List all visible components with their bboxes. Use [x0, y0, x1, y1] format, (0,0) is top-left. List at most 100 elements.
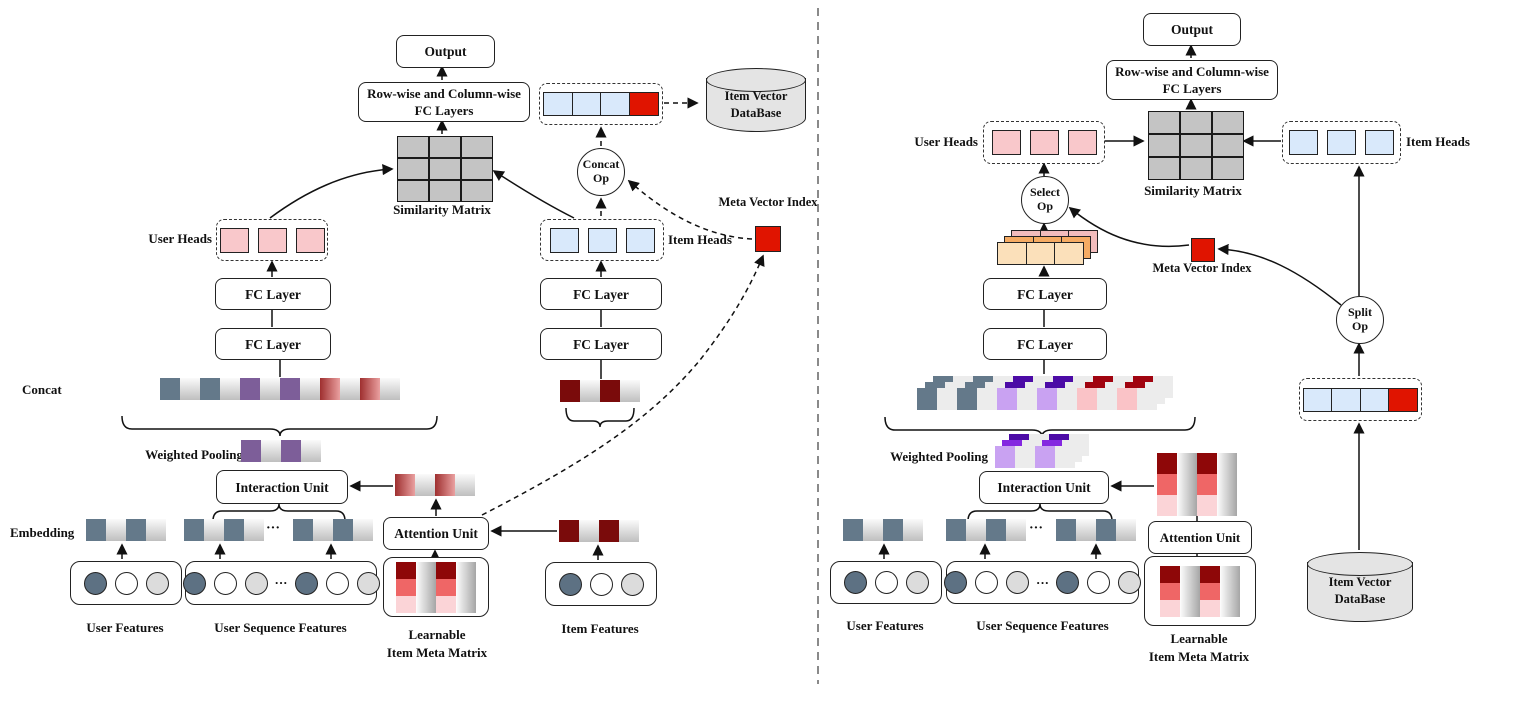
database-line1: Item Vector: [1328, 575, 1392, 590]
feature-circle: [1118, 571, 1142, 594]
cell-sim: [398, 137, 428, 157]
cell-slate: [946, 519, 966, 541]
seq-embedding-strip2-left: [293, 519, 373, 541]
cell-slate: [333, 519, 353, 541]
attention-unit-label: Attention Unit: [1159, 530, 1241, 545]
database-label-right: Item Vector DataBase: [1307, 574, 1413, 608]
fc-layer-label: FC Layer: [573, 336, 629, 352]
cell-slate: [224, 519, 244, 541]
meta-matrix-grid-right: [1160, 565, 1240, 617]
cell-mmid: [1160, 582, 1180, 600]
database-line1: Item Vector: [724, 89, 788, 104]
ellipsis: ···: [1036, 574, 1050, 590]
select-op-line1: Select: [1030, 185, 1060, 200]
cell-mg: [1220, 565, 1240, 583]
cell-mdark: [1200, 565, 1220, 583]
pooling-stack-front: [995, 446, 1075, 468]
cell-g: [619, 520, 639, 542]
cell-mg: [1180, 582, 1200, 600]
select-op-line2: Op: [1036, 199, 1053, 213]
database-line2: DataBase: [730, 106, 782, 121]
attn-matrix-row: [1157, 453, 1237, 474]
cell-blue: [625, 227, 655, 253]
cell-sim: [1149, 112, 1179, 133]
cell-purple: [281, 440, 301, 462]
cell-mmid: [1200, 582, 1220, 600]
cell-mg: [1217, 474, 1237, 495]
attention-unit-label: Attention Unit: [394, 526, 478, 541]
cell-sim: [1149, 135, 1179, 156]
cell-redgrad: [360, 378, 380, 400]
feature-circle: [182, 571, 206, 595]
cell-pink: [1029, 130, 1059, 155]
cell-mmid: [1157, 474, 1177, 495]
concat-label-left: Concat: [22, 382, 62, 397]
cell-g2: [1055, 446, 1075, 468]
user-sequence-features-box-left: ···: [182, 561, 380, 605]
cell-slate: [126, 519, 146, 541]
feature-circle: [589, 572, 613, 596]
cell-sim: [398, 181, 428, 201]
user-sequence-features-box-right: ···: [944, 561, 1142, 604]
weighted-pooling-label-left: Weighted Pooling: [145, 447, 243, 462]
cell-g: [620, 380, 640, 402]
cell-slate: [917, 388, 937, 410]
similarity-matrix-left: [397, 136, 493, 202]
weighted-pooling-label-right: Weighted Pooling: [890, 449, 988, 464]
ellipsis: ···: [274, 575, 288, 590]
cell-mdark: [1197, 453, 1217, 474]
split-op-line1: Split: [1347, 305, 1372, 320]
fc-layer-user-1-left: FC Layer: [215, 278, 331, 310]
cell-blue: [587, 227, 617, 253]
cell-g: [300, 378, 320, 400]
user-sequence-features-label-left: User Sequence Features: [214, 620, 347, 635]
cell-g: [204, 519, 224, 541]
select-op-circle: Select Op: [1021, 176, 1069, 224]
cell-purple: [241, 440, 261, 462]
meta-vector-index-square-right: [1191, 238, 1215, 262]
cell-mdark: [1157, 453, 1177, 474]
fc-layer-label: FC Layer: [1017, 286, 1073, 302]
cell-darkred: [599, 520, 619, 542]
cell-g: [220, 378, 240, 400]
cell-slate: [293, 519, 313, 541]
cell-mg: [1180, 599, 1200, 617]
cell-sim: [1213, 135, 1243, 156]
user-embedding-strip-left: [86, 519, 166, 541]
cell-mdark: [1160, 565, 1180, 583]
split-op-circle: Split Op: [1336, 296, 1384, 344]
cell-sim: [462, 181, 492, 201]
meta-matrix-row: [1160, 582, 1240, 600]
cell-redgrad: [395, 474, 415, 496]
cell-sim: [1213, 112, 1243, 133]
seq-embedding-strip1-right: [946, 519, 1026, 541]
learnable-line2: Item Meta Matrix: [1148, 649, 1250, 664]
cell-slate: [200, 378, 220, 400]
selected-heads-stack: [997, 230, 1112, 265]
rowwise-line1-left: Row-wise and Column-wise: [367, 86, 521, 101]
rowwise-line2-left: FC Layers: [414, 103, 474, 118]
item-heads-left: [540, 219, 664, 261]
item-embedding-strip-left: [559, 520, 639, 542]
cell-purple: [240, 378, 260, 400]
cell-g: [180, 378, 200, 400]
feature-circle: [1006, 571, 1029, 594]
feature-circle: [975, 571, 998, 594]
cell-slate: [957, 388, 977, 410]
cell-mg: [416, 578, 436, 596]
item-vector-output-left: [539, 83, 663, 125]
item-features-box-left: [545, 562, 657, 606]
cell-g2: [937, 388, 957, 410]
seq-embedding-strip2-right: [1056, 519, 1136, 541]
user-features-label-right: User Features: [846, 618, 924, 633]
learnable-label-left: Learnable Item Meta Matrix: [375, 626, 499, 662]
interaction-unit-right: Interaction Unit: [979, 471, 1109, 504]
cell-peach: [1054, 242, 1085, 265]
output-box-right: Output: [1143, 13, 1241, 46]
cell-darkred: [600, 380, 620, 402]
cell-g2: [1097, 388, 1117, 410]
cell-lpurple: [1035, 446, 1055, 468]
cell-slate: [160, 378, 180, 400]
rowwise-line1-right: Row-wise and Column-wise: [1115, 64, 1269, 79]
cell-purple: [280, 378, 300, 400]
